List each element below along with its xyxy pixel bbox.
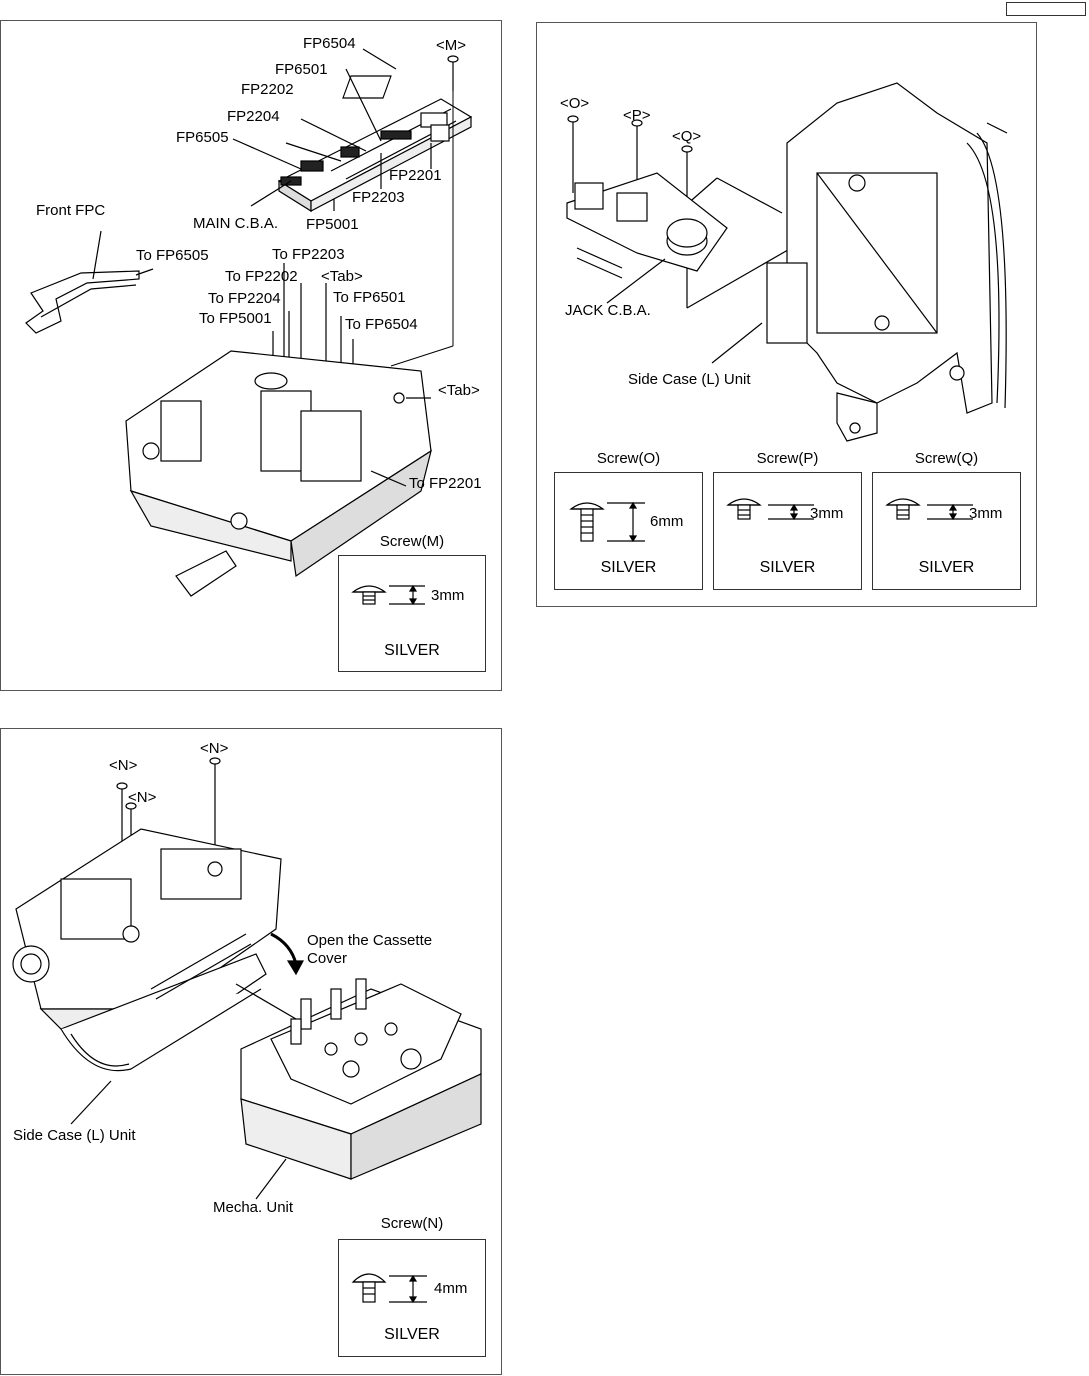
label-to-fp2201: To FP2201 <box>409 475 482 492</box>
label-side-case-unit: Side Case (L) Unit <box>13 1127 136 1144</box>
label-screw-q: <Q> <box>672 128 702 145</box>
label-screw-n-3: <N> <box>128 789 157 806</box>
screw-icon <box>351 584 425 606</box>
screw-o-box: 6mm SILVER <box>554 472 703 590</box>
screw-q-box: 3mm SILVER <box>872 472 1021 590</box>
label-to-fp2204: To FP2204 <box>208 290 281 307</box>
label-tab-top: <Tab> <box>321 268 363 285</box>
label-mecha-unit: Mecha. Unit <box>213 1199 294 1216</box>
label-fp2202: FP2202 <box>241 81 294 98</box>
label-screw-o: <O> <box>560 95 590 112</box>
screw-p-caption: Screw(P) <box>756 450 819 467</box>
screw-n-box: 4mm SILVER <box>338 1239 486 1357</box>
label-fp2204: FP2204 <box>227 108 280 125</box>
screw-p-size: 3mm <box>810 505 844 522</box>
screw-icon <box>885 498 973 521</box>
label-fp6505: FP6505 <box>176 129 229 146</box>
label-screw-m: <M> <box>436 37 467 54</box>
screw-m-size: 3mm <box>431 587 465 604</box>
label-to-fp6501: To FP6501 <box>333 289 406 306</box>
label-to-fp5001: To FP5001 <box>199 310 272 327</box>
label-to-fp6505: To FP6505 <box>136 247 209 264</box>
screw-q-color: SILVER <box>918 559 975 576</box>
label-fp2201: FP2201 <box>389 167 442 184</box>
screw-m-box: 3mm SILVER <box>338 555 486 672</box>
screw-q-caption: Screw(Q) <box>914 450 979 467</box>
label-tab-right: <Tab> <box>438 382 480 399</box>
screw-m-color: SILVER <box>384 642 440 659</box>
main-cba-diagram <box>25 48 473 597</box>
screw-p-box: 3mm SILVER <box>713 472 862 590</box>
panel-main-cba-removal: FP6504 <M> FP6501 FP2202 FP2204 FP6505 F… <box>0 20 502 691</box>
label-open-cassette-line2: Cover <box>307 950 348 967</box>
panel-mecha-unit-removal: <N> <N> <N> Open the Cassette Cover Side… <box>0 728 502 1375</box>
screw-m-caption: Screw(M) <box>379 533 445 550</box>
screw-p-color: SILVER <box>759 559 816 576</box>
mecha-unit-diagram <box>12 757 482 1200</box>
label-fp2203: FP2203 <box>352 189 405 206</box>
screw-o-size: 6mm <box>650 513 684 530</box>
screw-icon <box>351 1273 427 1304</box>
label-fp6501: FP6501 <box>275 61 328 78</box>
screw-n-color: SILVER <box>384 1326 440 1343</box>
page-tag-box <box>1006 2 1086 16</box>
label-jack-cba: JACK C.B.A. <box>565 302 651 319</box>
label-to-fp6504: To FP6504 <box>345 316 418 333</box>
screw-o-color: SILVER <box>600 559 657 576</box>
label-screw-p: <P> <box>623 107 651 124</box>
label-to-fp2202: To FP2202 <box>225 268 298 285</box>
label-fp6504: FP6504 <box>303 35 356 52</box>
side-case-diagram <box>566 82 1008 442</box>
label-main-cba: MAIN C.B.A. <box>193 215 279 232</box>
label-front-fpc: Front FPC <box>36 202 106 219</box>
label-side-case: Side Case (L) Unit <box>628 371 751 388</box>
label-screw-n-1: <N> <box>109 757 138 774</box>
screw-icon <box>569 501 645 543</box>
label-fp5001: FP5001 <box>306 216 359 233</box>
panel-side-case-removal: <O> <P> <Q> JACK C.B.A. Side Case (L) Un… <box>536 22 1037 607</box>
screw-icon <box>726 498 814 521</box>
screw-o-caption: Screw(O) <box>596 450 661 467</box>
screw-n-size: 4mm <box>434 1280 468 1297</box>
label-open-cassette-line1: Open the Cassette <box>307 932 433 949</box>
label-to-fp2203: To FP2203 <box>272 246 345 263</box>
screw-n-caption: Screw(N) <box>380 1215 444 1232</box>
label-screw-n-2: <N> <box>200 740 229 757</box>
screw-q-size: 3mm <box>969 505 1003 522</box>
